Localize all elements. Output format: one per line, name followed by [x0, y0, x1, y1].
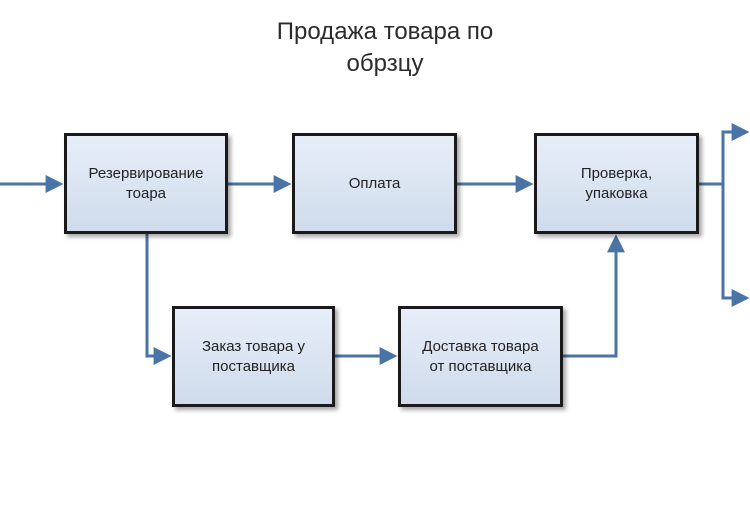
- diagram-title-line-1: Продажа товара по: [276, 18, 494, 45]
- node-supplier-delivery-label: Доставка товара от поставщика: [422, 337, 539, 375]
- node-supplier-order-label: Заказ товара у поставщика: [201, 337, 306, 375]
- node-check-pack: Проверка, упаковка: [534, 133, 699, 234]
- node-payment-label: Оплата: [348, 174, 401, 192]
- diagram-title: Продажа товара по обрзцу: [0, 16, 750, 80]
- node-payment: Оплата: [292, 133, 457, 234]
- node-check-pack-label: Проверка, упаковка: [580, 164, 653, 202]
- edge-check-to-output-top: [721, 123, 750, 184]
- node-reserve: Резервирование тоара: [64, 133, 228, 234]
- node-reserve-label: Резервирование тоара: [88, 164, 204, 202]
- node-supplier-order: Заказ товара у поставщика: [172, 306, 335, 407]
- edge-delivery-to-check: [563, 234, 625, 358]
- edge-reserve-to-supplier-order: [145, 234, 172, 365]
- edge-check-to-output-bottom: [721, 184, 750, 307]
- node-supplier-delivery: Доставка товара от поставщика: [398, 306, 563, 407]
- diagram-title-line-2: обрзцу: [346, 50, 424, 77]
